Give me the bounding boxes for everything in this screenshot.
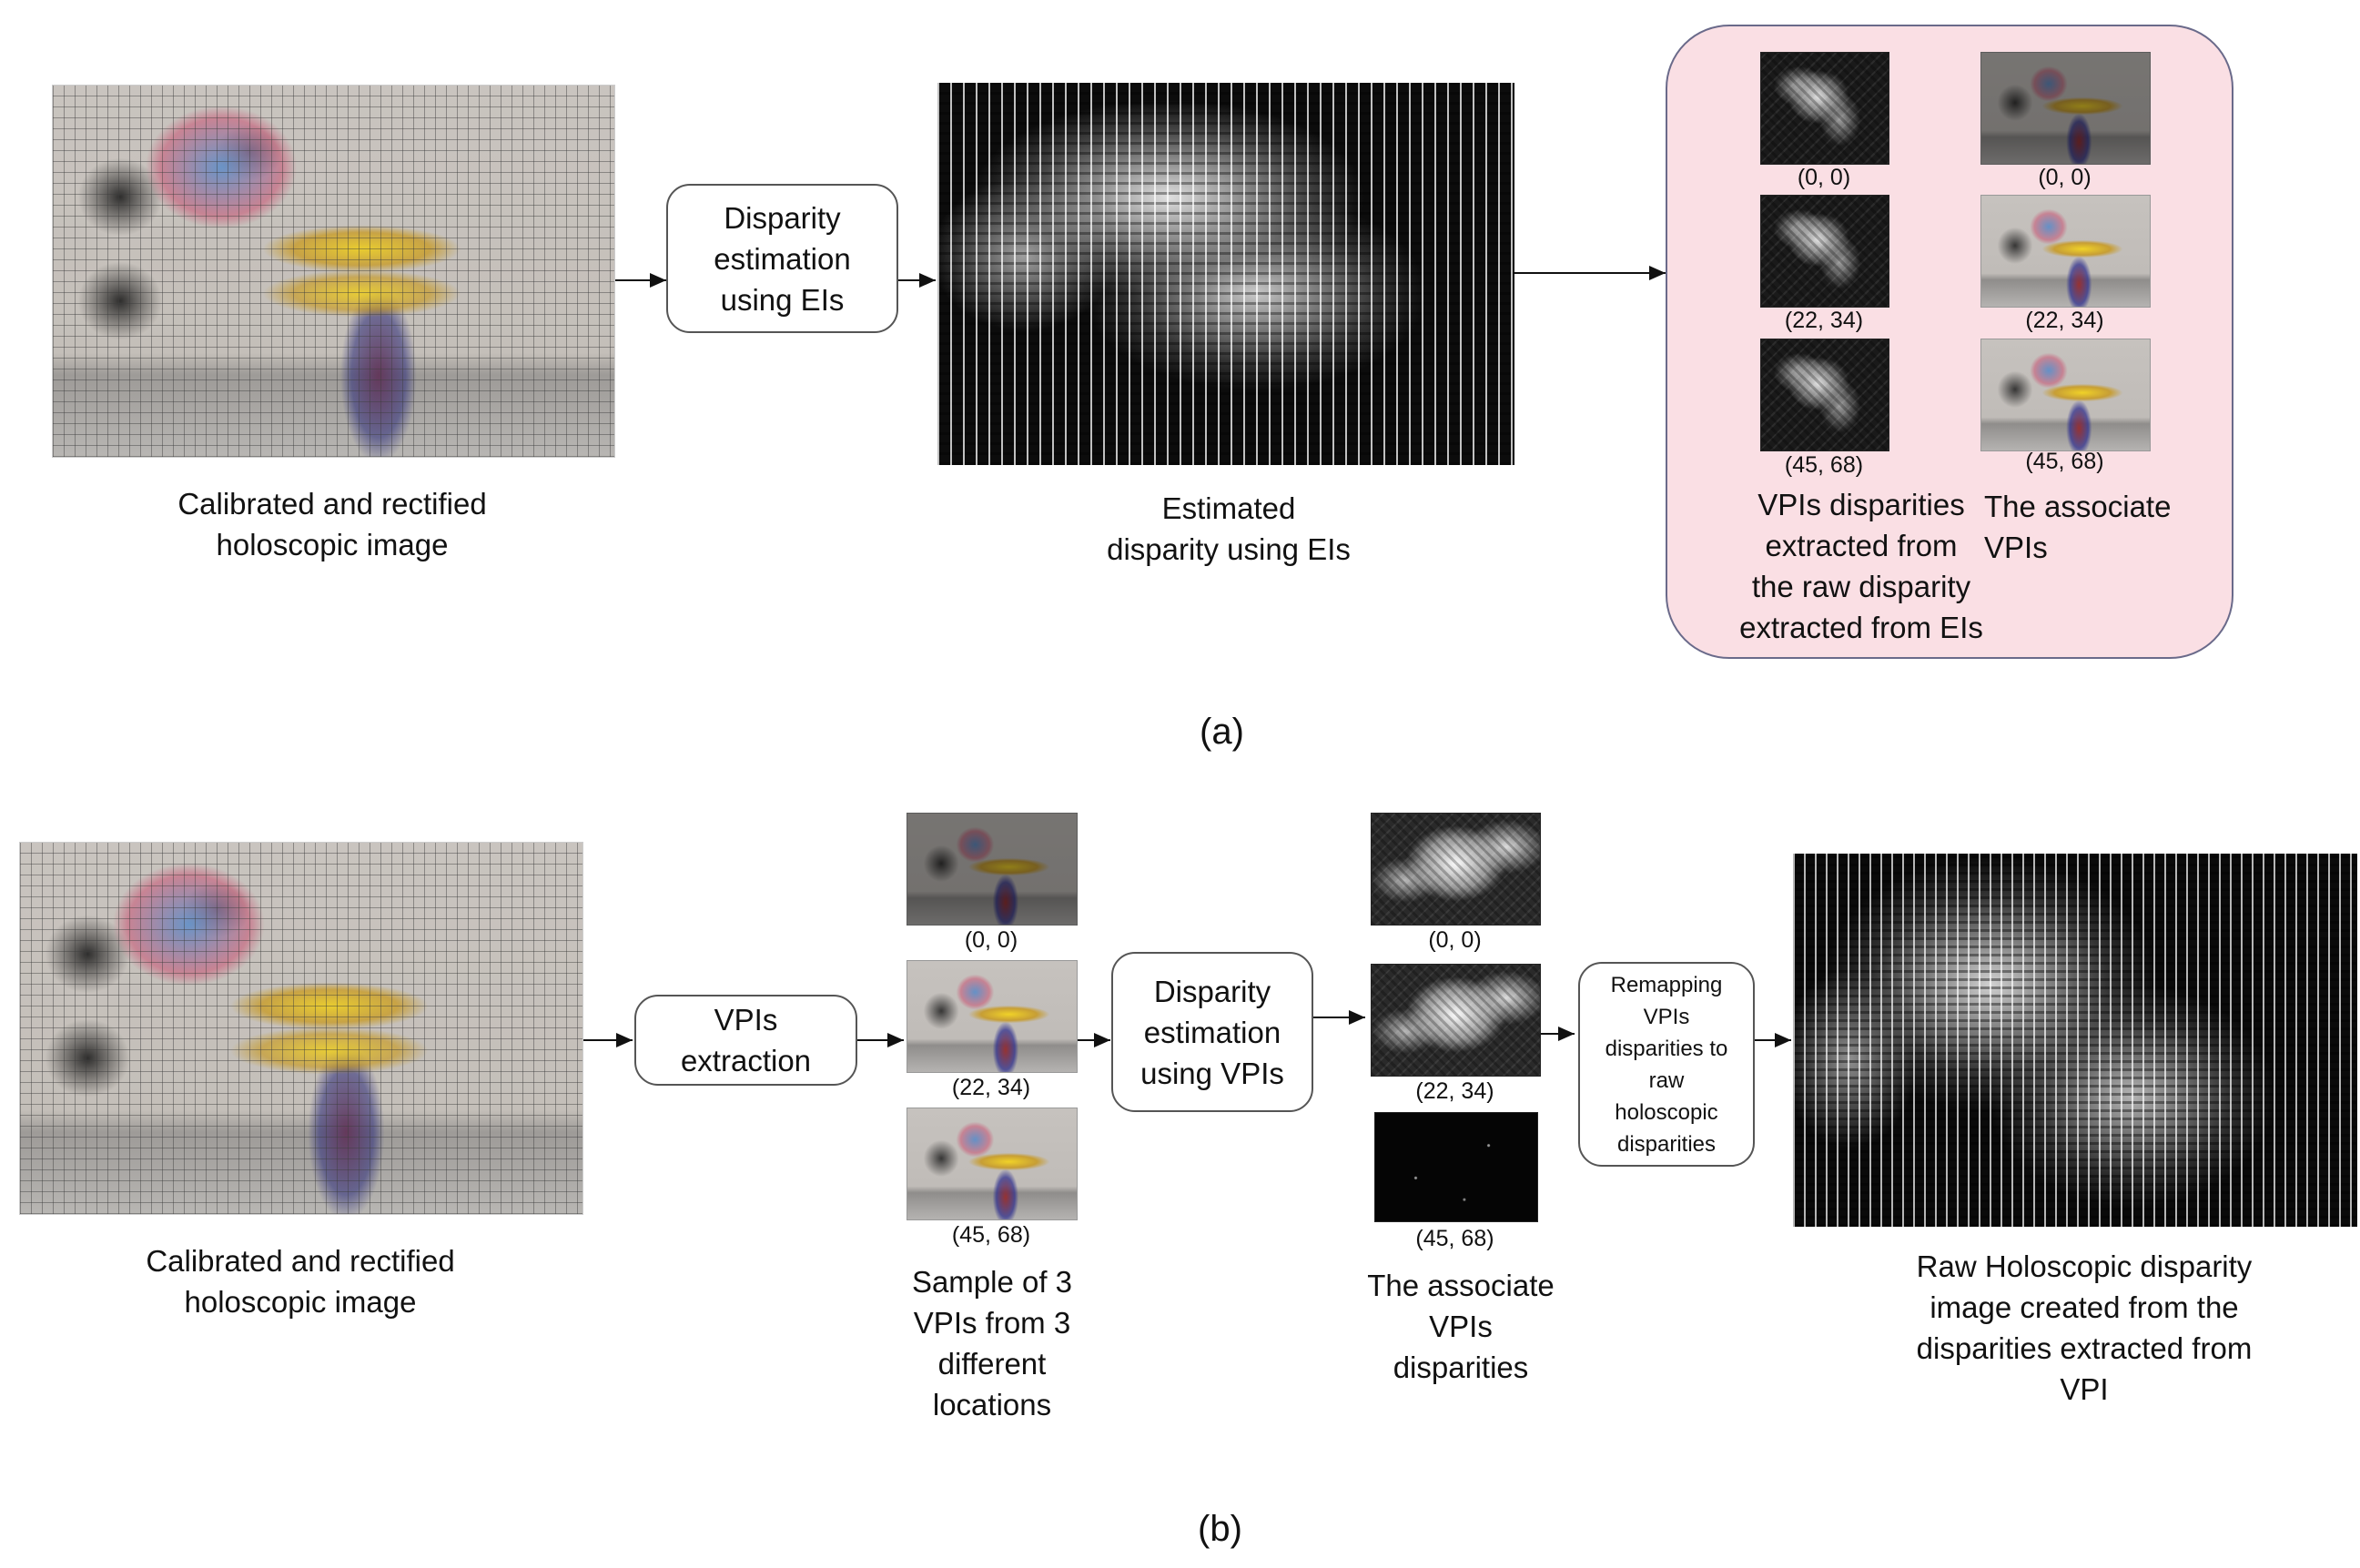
vpi-thumb-a-2 <box>1980 339 2151 451</box>
vpi-disparity-coord-2: (45, 68) <box>1784 452 1864 478</box>
vpi-disparity-thumb-0 <box>1760 52 1889 165</box>
vpi-disparity-coord-0: (0, 0) <box>1797 165 1851 190</box>
disparity-caption-a: Estimated disparity using EIs <box>1107 491 1351 566</box>
disparity-coord-b-1: (22, 34) <box>1415 1078 1494 1104</box>
input-caption-b: Calibrated and rectified holoscopic imag… <box>146 1244 455 1319</box>
vpi-thumb-a-1 <box>1980 195 2151 308</box>
disparity-coord-b-2: (45, 68) <box>1415 1226 1494 1251</box>
raw-holoscopic-disparity-image <box>1793 854 2357 1227</box>
vpi-coord-b-0: (0, 0) <box>964 927 1018 953</box>
output-caption-b: Raw Holoscopic disparity image created f… <box>1916 1249 2253 1406</box>
vpis-caption-b: Sample of 3 VPIs from 3 different locati… <box>911 1265 1073 1421</box>
panel-label-b: (b) <box>1198 1509 1242 1549</box>
panel-label-a: (a) <box>1200 712 1244 752</box>
vpi-disparity-thumb-1 <box>1760 195 1889 308</box>
disparities-caption-b: The associate VPIs disparities <box>1367 1269 1555 1384</box>
vpi-disparities-caption-a: VPIs disparities extracted from the raw … <box>1739 488 1983 644</box>
disparity-estimation-eis-box: Disparity estimation using EIs <box>666 184 898 333</box>
vpi-coord-a-1: (22, 34) <box>2025 308 2104 333</box>
vpi-coord-a-0: (0, 0) <box>2038 165 2092 190</box>
vpi-thumb-b-0 <box>907 813 1078 926</box>
vpi-coord-b-1: (22, 34) <box>951 1075 1031 1100</box>
input-caption-a: Calibrated and rectified holoscopic imag… <box>177 487 487 561</box>
disparity-estimation-vpis-box: Disparity estimation using VPIs <box>1111 952 1313 1112</box>
disparity-thumb-b-0 <box>1371 813 1541 926</box>
estimated-disparity-image <box>937 83 1514 465</box>
vpi-disparity-thumb-2 <box>1760 339 1889 451</box>
disparity-thumb-b-1 <box>1371 964 1541 1077</box>
vpis-extraction-box: VPIs extraction <box>634 995 857 1086</box>
disparity-coord-b-0: (0, 0) <box>1428 927 1482 953</box>
remapping-box: Remapping VPIs disparities to raw holosc… <box>1578 962 1755 1167</box>
holoscopic-image-a <box>52 85 615 458</box>
vpi-disparity-coord-1: (22, 34) <box>1784 308 1864 333</box>
holoscopic-image-b <box>19 842 583 1215</box>
vpi-thumb-b-2 <box>907 1108 1078 1220</box>
vpis-caption-a: The associate VPIs <box>1984 490 2172 564</box>
vpi-thumb-b-1 <box>907 960 1078 1073</box>
disparity-thumb-b-2 <box>1374 1112 1538 1222</box>
vpi-coord-b-2: (45, 68) <box>951 1222 1031 1248</box>
vpi-thumb-a-0 <box>1980 52 2151 165</box>
vpi-coord-a-2: (45, 68) <box>2025 449 2104 474</box>
